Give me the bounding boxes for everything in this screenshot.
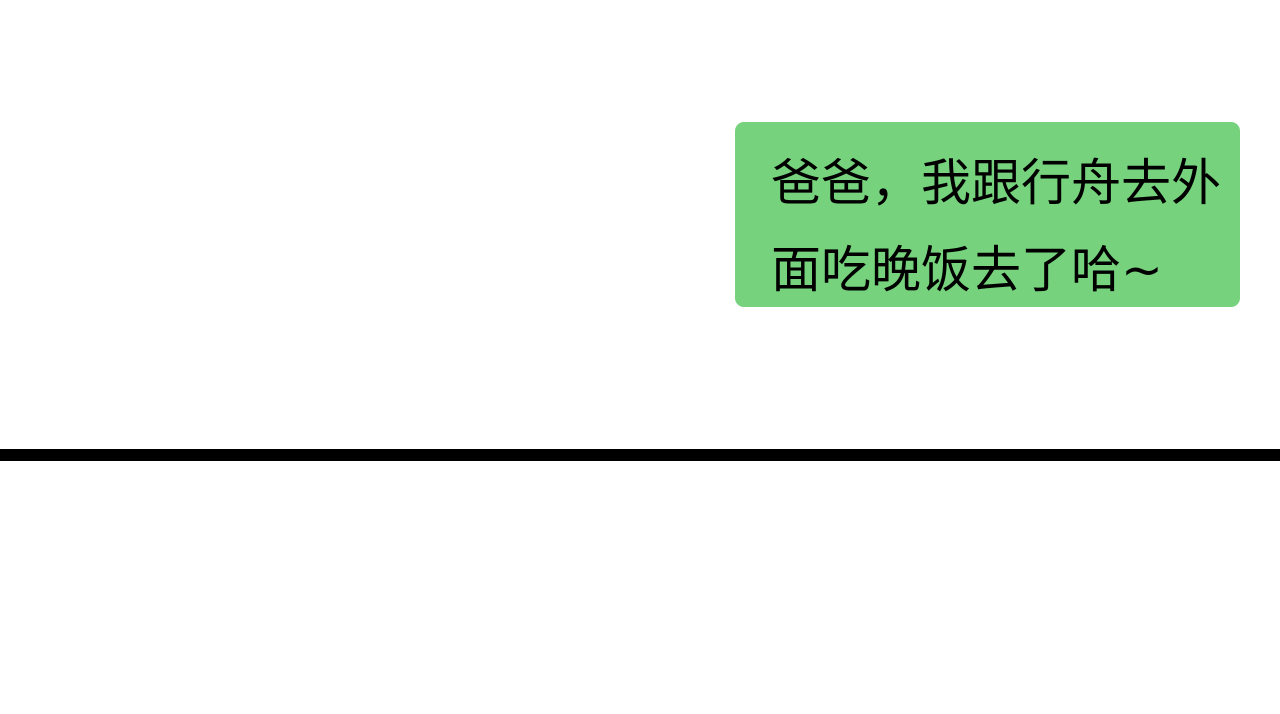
sent-message-bubble[interactable]: 爸爸，我跟行舟去外 面吃晚饭去了哈~ — [735, 122, 1240, 307]
message-text-line-1: 爸爸，我跟行舟去外 — [771, 154, 1221, 212]
message-text-line-2: 面吃晚饭去了哈~ — [771, 241, 1163, 299]
divider-bar — [0, 449, 1280, 461]
